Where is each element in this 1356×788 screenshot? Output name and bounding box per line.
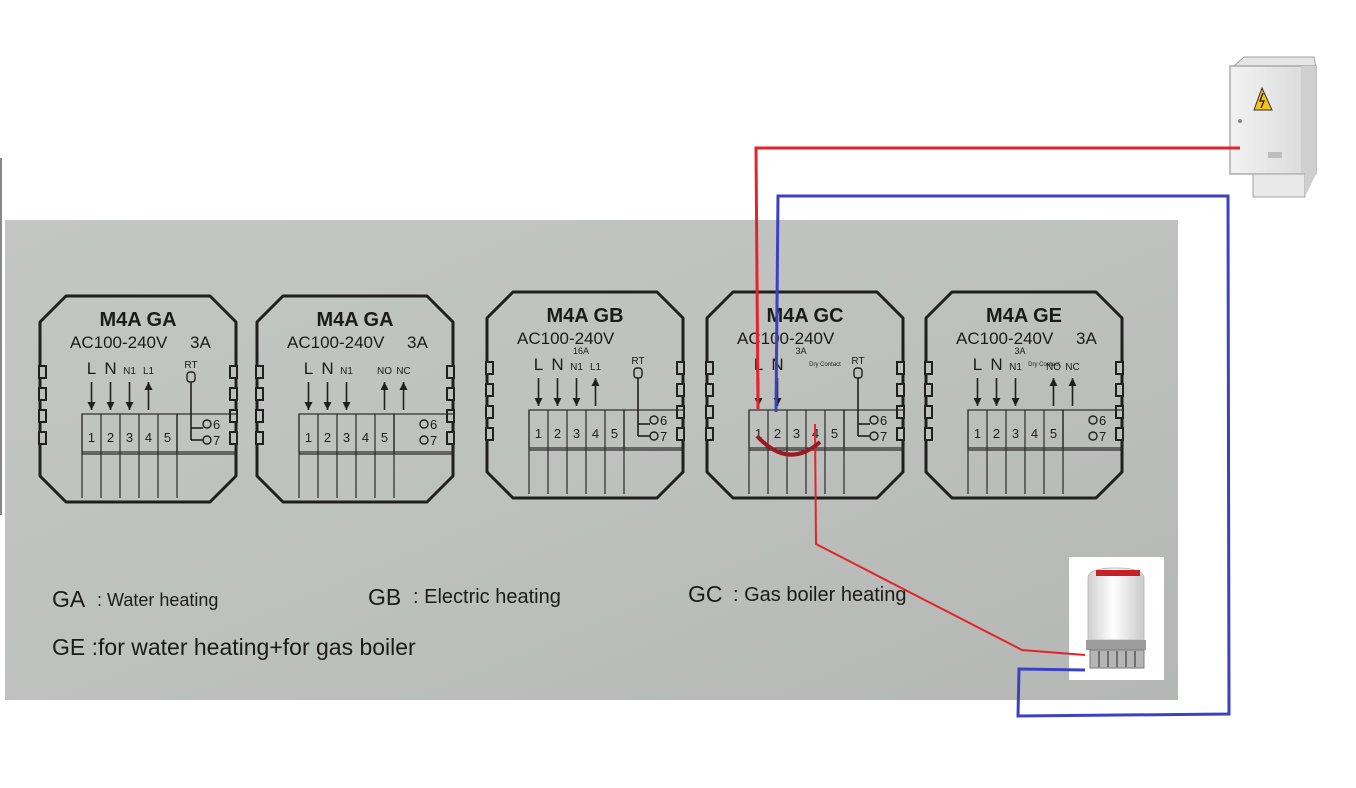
terminal-label: NO xyxy=(377,366,392,377)
terminal-number: 3 xyxy=(343,430,350,445)
terminal-number: 5 xyxy=(611,426,618,441)
terminal-label: NC xyxy=(396,366,410,377)
terminal-label: L xyxy=(973,355,982,374)
terminal-number: 2 xyxy=(554,426,561,441)
contact-7-label: 7 xyxy=(213,433,220,448)
contact-7-label: 7 xyxy=(660,429,667,444)
module-voltage: AC100-240V xyxy=(517,329,615,348)
terminal-label: N1 xyxy=(570,362,583,373)
terminal-number: 2 xyxy=(324,430,331,445)
module-voltage: AC100-240V xyxy=(70,333,168,352)
contact-7-label: 7 xyxy=(880,429,887,444)
terminal-number: 4 xyxy=(592,426,599,441)
dry-contact-label: Dry Contact xyxy=(809,362,841,368)
legend-gc-text: : Gas boiler heating xyxy=(733,584,906,606)
legend-gc-key: GC xyxy=(688,581,723,607)
terminal-number: 4 xyxy=(145,430,152,445)
module-current: 3A xyxy=(407,333,428,352)
terminal-number: 1 xyxy=(88,430,95,445)
contact-6-label: 6 xyxy=(430,417,437,432)
terminal-number: 2 xyxy=(993,426,1000,441)
terminal-label: N xyxy=(990,355,1002,374)
terminal-number: 1 xyxy=(974,426,981,441)
terminal-label: L1 xyxy=(143,366,155,377)
module-amp-label: 16A xyxy=(573,346,589,356)
contact-6-label: 6 xyxy=(660,413,667,428)
terminal-label: NC xyxy=(1065,362,1079,373)
contact-6-label: 6 xyxy=(880,413,887,428)
terminal-number: 5 xyxy=(381,430,388,445)
rt-label: RT xyxy=(631,356,644,367)
terminal-number: 2 xyxy=(774,426,781,441)
terminal-number: 5 xyxy=(1050,426,1057,441)
module-title: M4A GB xyxy=(546,305,623,327)
terminal-label: L1 xyxy=(590,362,602,373)
rt-label: RT xyxy=(184,360,197,371)
label-photo xyxy=(5,220,1178,700)
module-amp-label: 3A xyxy=(795,346,806,356)
module-voltage: AC100-240V xyxy=(737,329,835,348)
module-title: M4A GC xyxy=(766,305,843,327)
terminal-label: N1 xyxy=(1009,362,1022,373)
terminal-number: 3 xyxy=(1012,426,1019,441)
terminal-number: 1 xyxy=(755,426,762,441)
contact-6-label: 6 xyxy=(1099,413,1106,428)
neutral-wire xyxy=(774,194,1231,718)
terminal-label: L xyxy=(87,359,96,378)
legend-gb-text: : Electric heating xyxy=(413,586,561,608)
dry-contact-label: Dry Contact xyxy=(1028,362,1060,368)
terminal-label: N1 xyxy=(123,366,136,377)
terminal-number: 5 xyxy=(164,430,171,445)
contact-7-label: 7 xyxy=(430,433,437,448)
terminal-label: L xyxy=(304,359,313,378)
terminal-number: 2 xyxy=(107,430,114,445)
module-voltage: AC100-240V xyxy=(287,333,385,352)
contact-6-label: 6 xyxy=(213,417,220,432)
terminal-number: 1 xyxy=(305,430,312,445)
wiring-overlay xyxy=(754,146,1240,718)
thermal-actuator-icon xyxy=(1069,557,1164,680)
terminal-number: 4 xyxy=(362,430,369,445)
terminal-label: N1 xyxy=(340,366,353,377)
legend-ge-text: GE :for water heating+for gas boiler xyxy=(52,634,416,660)
module-current: 3A xyxy=(190,333,211,352)
terminal-label: N xyxy=(104,359,116,378)
terminal-number: 3 xyxy=(573,426,580,441)
live-wire xyxy=(754,146,1240,411)
actuator-live-wire xyxy=(814,423,1086,656)
legend-gb-key: GB xyxy=(368,584,401,610)
terminal-number: 3 xyxy=(126,430,133,445)
module-title: M4A GE xyxy=(986,305,1062,327)
terminal-label: NO xyxy=(1046,362,1061,373)
terminal-number: 5 xyxy=(831,426,838,441)
terminal-number: 1 xyxy=(535,426,542,441)
terminal-label: N xyxy=(321,359,333,378)
module-amp-label: 3A xyxy=(1014,346,1025,356)
terminal-number: 4 xyxy=(1031,426,1038,441)
electrical-cabinet-icon xyxy=(1229,56,1317,198)
legend-ga-key: GA xyxy=(52,586,86,612)
terminal-label: L xyxy=(534,355,543,374)
terminal-number: 3 xyxy=(793,426,800,441)
terminal-label: N xyxy=(551,355,563,374)
legend-ga-text: : Water heating xyxy=(97,590,218,610)
bridge-jumper xyxy=(755,434,822,457)
module-current: 3A xyxy=(1076,329,1097,348)
rt-label: RT xyxy=(851,356,864,367)
contact-7-label: 7 xyxy=(1099,429,1106,444)
module-voltage: AC100-240V xyxy=(956,329,1054,348)
module-title: M4A GA xyxy=(316,309,393,331)
module-title: M4A GA xyxy=(99,309,176,331)
